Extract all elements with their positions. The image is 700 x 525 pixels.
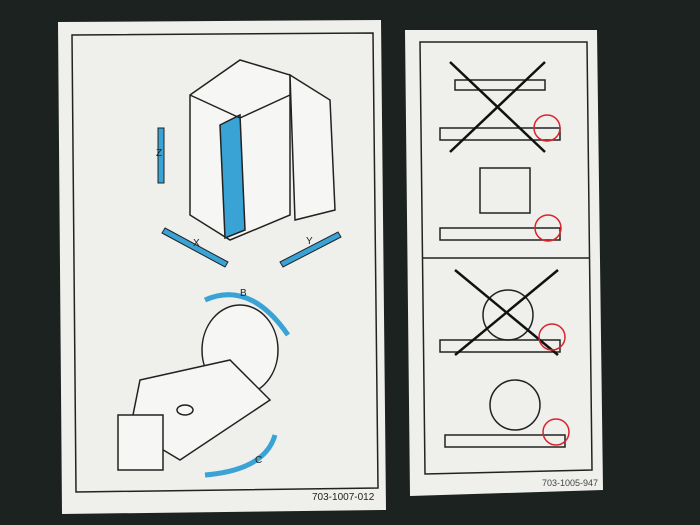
c-axis-label: C — [255, 455, 263, 466]
x-axis-arrow — [161, 227, 229, 268]
b-axis-label: B — [240, 288, 247, 299]
b-axis-arrow — [203, 292, 291, 337]
right-sticker — [405, 30, 603, 496]
right-part-number: 703-1005-947 — [542, 478, 599, 488]
machine-column-drawing — [189, 59, 336, 241]
rotary-table-drawing — [117, 304, 279, 471]
x-axis-label: X — [193, 238, 200, 249]
prohibited-cross-icon — [449, 61, 559, 356]
y-axis-label: Y — [306, 236, 313, 247]
left-part-number: 703-1007-012 — [312, 492, 375, 503]
z-axis-arrow — [157, 127, 165, 184]
y-axis-arrow — [279, 231, 342, 268]
left-sticker — [58, 20, 386, 514]
warning-circle-icon — [533, 114, 570, 446]
z-axis-label: Z — [156, 148, 163, 159]
c-axis-arrow — [204, 434, 278, 478]
